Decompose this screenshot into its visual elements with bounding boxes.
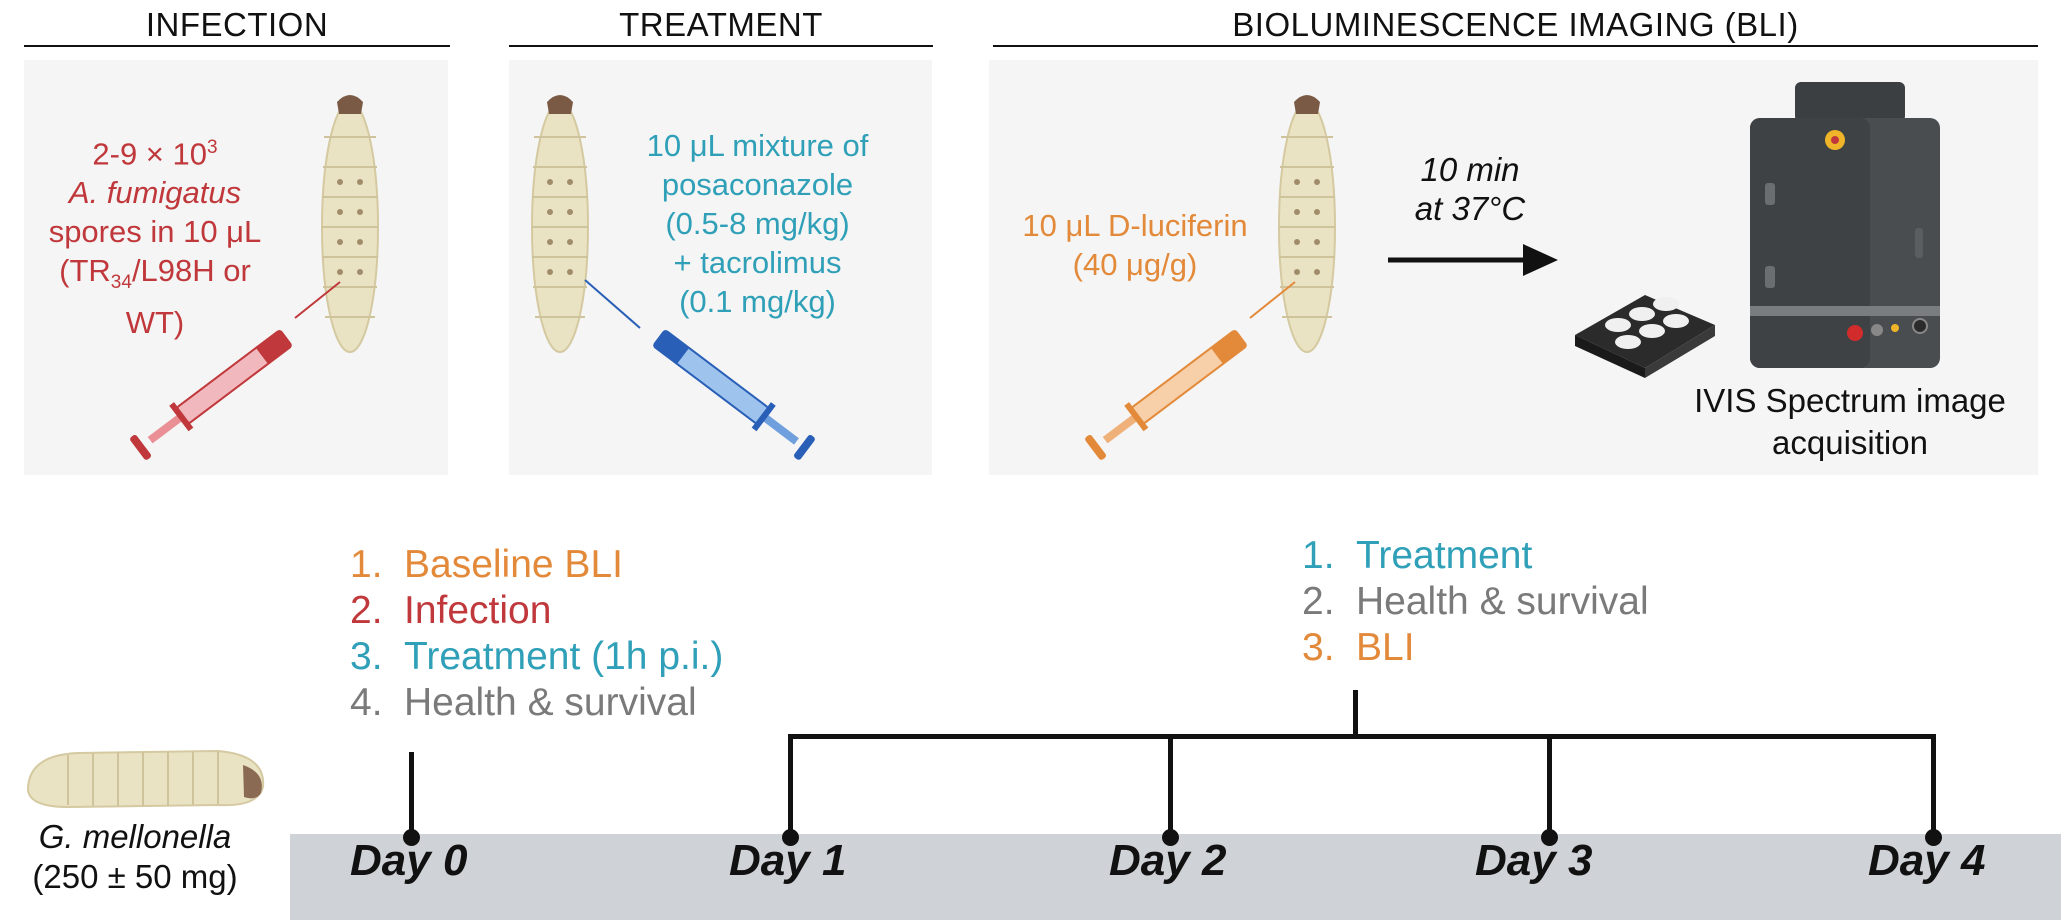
organism-weight: (250 ± 50 mg) <box>32 858 238 895</box>
day4-marker <box>1925 829 1942 846</box>
well-plate-icon <box>1575 295 1715 378</box>
ivis-caption-line-1: IVIS Spectrum image <box>1694 382 2006 419</box>
day0-label: Day 0 <box>350 836 468 885</box>
bracket-stem <box>1353 690 1358 736</box>
day2-label: Day 2 <box>1109 836 1227 885</box>
treatment-line-2: posaconazole <box>661 167 854 202</box>
infection-description: 2-9 × 103 A. fumigatus spores in 10 μL (… <box>30 128 280 342</box>
day0-connector <box>409 752 414 837</box>
daily-step-list: 1.Treatment 2.Health & survival 3.BLI <box>1302 533 1649 671</box>
infection-strain-wt: WT) <box>125 304 185 340</box>
day4-label: Day 4 <box>1868 836 1986 885</box>
infection-dose: 2-9 × 10 <box>92 136 208 172</box>
day0-marker <box>403 829 420 846</box>
header-treatment: TREATMENT <box>619 6 823 43</box>
day3-connector <box>1547 734 1552 837</box>
syringe-bli-icon <box>1085 281 1296 460</box>
day3-marker <box>1541 829 1558 846</box>
day0-step-health-survival: 4.Health & survival <box>350 681 697 724</box>
treatment-line-5: (0.1 mg/kg) <box>679 284 836 319</box>
day1-connector <box>788 734 793 837</box>
day2-marker <box>1162 829 1179 846</box>
day0-step-baseline-bli: 1.Baseline BLI <box>350 543 623 586</box>
day0-step-treatment: 3.Treatment (1h p.i.) <box>350 635 724 678</box>
syringe-infection-icon <box>130 281 341 460</box>
daily-step-bli: 3.BLI <box>1302 626 1415 669</box>
bli-luciferin-description: 10 μL D-luciferin (40 μg/g) <box>1000 206 1270 284</box>
day3-label: Day 3 <box>1475 836 1593 885</box>
treatment-line-1: 10 μL mixture of <box>646 128 869 163</box>
ivis-caption-line-2: acquisition <box>1772 424 1928 461</box>
header-treatment-rule <box>509 45 933 47</box>
galleria-larva-illustration <box>26 749 265 809</box>
infection-dose-exponent: 3 <box>207 137 218 158</box>
day4-connector <box>1931 734 1936 837</box>
day1-label: Day 1 <box>729 836 847 885</box>
infection-strain: (TR34/L98H or <box>59 253 251 294</box>
daily-step-treatment: 1.Treatment <box>1302 534 1533 577</box>
bli-luciferin-line-2: (40 μg/g) <box>1072 247 1198 282</box>
larva-infection-illustration <box>321 95 379 353</box>
timeline-bar <box>290 834 2061 920</box>
bracket-horizontal <box>788 734 1936 739</box>
arrow-right-icon <box>1388 244 1558 276</box>
syringe-treatment-icon <box>584 279 815 460</box>
treatment-line-3: (0.5-8 mg/kg) <box>665 206 850 241</box>
header-bli-rule <box>993 45 2038 47</box>
bli-luciferin-line-1: 10 μL D-luciferin <box>1022 208 1248 243</box>
organism-name: G. mellonella <box>38 818 232 855</box>
day0-step-infection: 2.Infection <box>350 589 552 632</box>
ivis-imaging-device-icon <box>1750 82 1940 368</box>
header-bli: BIOLUMINESCENCE IMAGING (BLI) <box>1232 6 1799 43</box>
ivis-caption: IVIS Spectrum image acquisition <box>1660 380 2040 464</box>
bli-incubation-line-2: at 37°C <box>1414 190 1526 227</box>
day2-connector <box>1168 734 1173 837</box>
treatment-description: 10 μL mixture of posaconazole (0.5-8 mg/… <box>625 126 890 321</box>
bli-incubation-label: 10 min at 37°C <box>1395 150 1545 228</box>
bli-incubation-line-1: 10 min <box>1420 151 1520 188</box>
header-infection: INFECTION <box>145 6 329 43</box>
day0-step-list: 1.Baseline BLI 2.Infection 3.Treatment (… <box>350 542 723 726</box>
treatment-line-4: + tacrolimus <box>673 245 842 280</box>
infection-volume: spores in 10 μL <box>48 214 262 250</box>
day1-marker <box>782 829 799 846</box>
larva-treatment-illustration <box>531 95 589 353</box>
infection-species: A. fumigatus <box>68 175 242 211</box>
daily-step-health-survival: 2.Health & survival <box>1302 580 1649 623</box>
header-infection-rule <box>24 45 450 47</box>
larva-bli-illustration <box>1278 95 1336 353</box>
